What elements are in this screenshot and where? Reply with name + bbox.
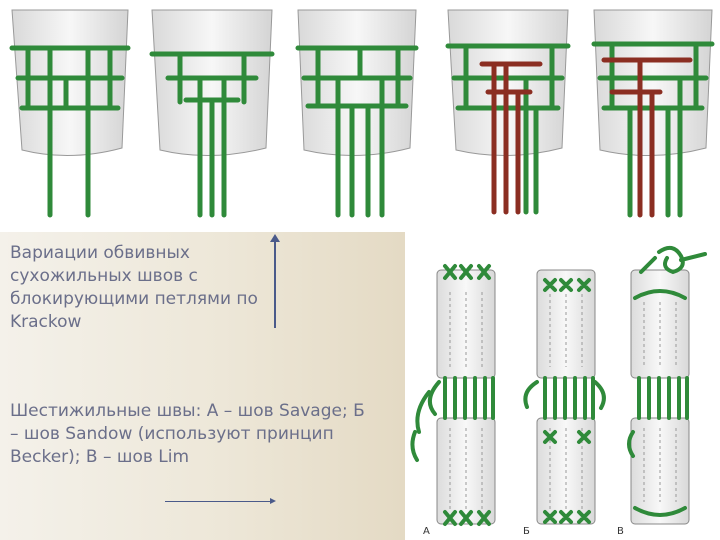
suture-strands bbox=[9, 45, 131, 218]
tendon-stump bbox=[151, 9, 273, 157]
suture-strands bbox=[591, 41, 715, 218]
arrow-right-icon bbox=[270, 498, 276, 504]
krackow-variant-4 bbox=[445, 9, 571, 215]
bracket-line bbox=[274, 240, 276, 328]
suture-lim: В bbox=[617, 245, 707, 537]
krackow-variations-figure bbox=[9, 9, 715, 218]
suture-sandow: Б bbox=[523, 269, 606, 537]
suture-savage: А bbox=[410, 264, 496, 537]
six-strand-sutures-figure: А Б В bbox=[410, 245, 707, 537]
suture-strands bbox=[149, 51, 275, 218]
panel-label-v: В bbox=[617, 526, 624, 537]
krackow-caption: Вариации обвивных сухожильных швов с бло… bbox=[10, 243, 258, 332]
suture-strands bbox=[295, 45, 419, 218]
krackow-variant-2 bbox=[149, 9, 275, 218]
krackow-variant-5 bbox=[591, 9, 715, 218]
bracket-arrow-icon bbox=[270, 234, 280, 242]
six-strand-caption: Шестижильные швы: А – шов Savage; Б – шо… bbox=[10, 401, 365, 467]
pointer-arrow-line bbox=[165, 501, 272, 502]
locking-loops bbox=[479, 61, 543, 215]
krackow-variant-1 bbox=[9, 9, 131, 218]
caption-panel: Вариации обвивных сухожильных швов с бло… bbox=[0, 232, 405, 540]
panel-label-a: А bbox=[423, 526, 430, 537]
krackow-variant-3 bbox=[295, 9, 419, 218]
locking-loops bbox=[601, 57, 693, 218]
panel-label-b: Б bbox=[523, 526, 530, 537]
